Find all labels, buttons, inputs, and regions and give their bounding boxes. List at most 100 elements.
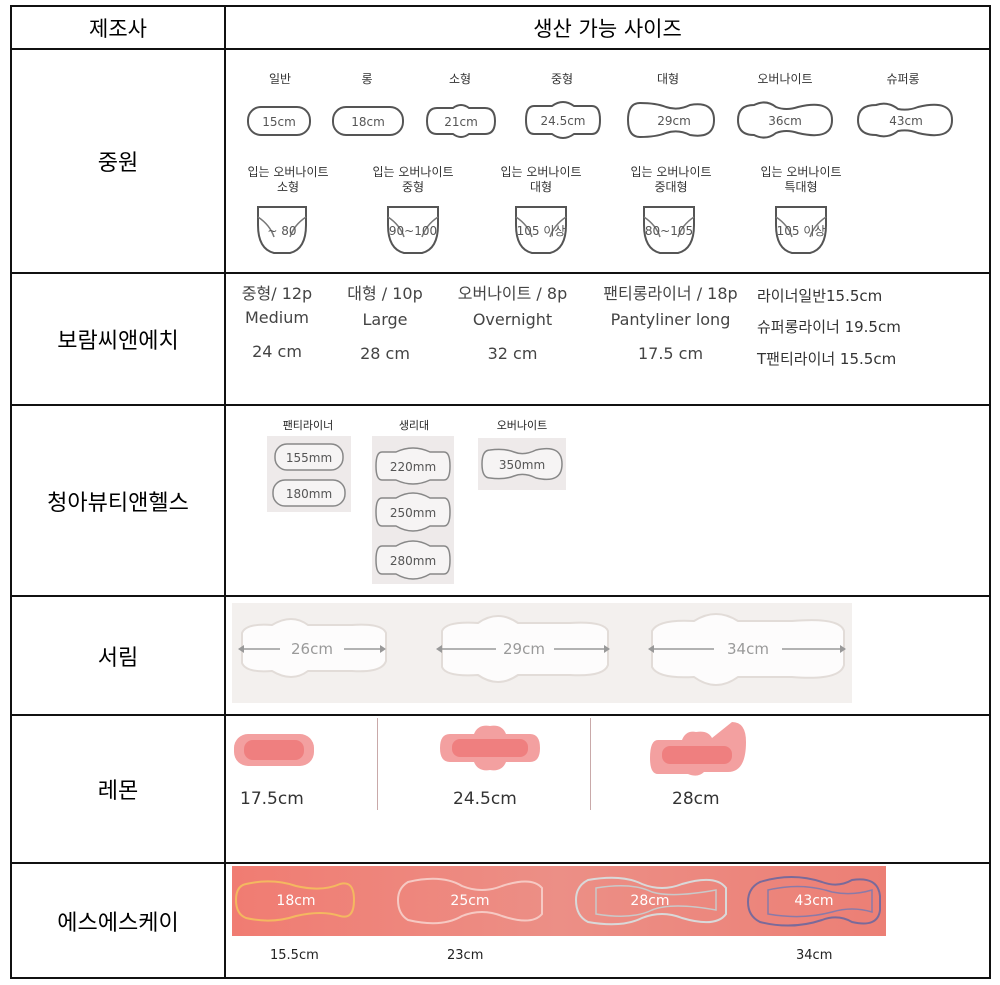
grid-line <box>10 48 991 50</box>
pants-size: 105 이상 <box>517 224 566 238</box>
pad-size: 180mm <box>286 487 332 501</box>
grid-line <box>10 5 12 979</box>
seorim-panel: 26cm 29cm 34cm <box>232 603 852 703</box>
pad-outline-icon: 15cm <box>247 106 311 136</box>
pad-size: 18cm <box>351 115 385 129</box>
group-title: 오버나이트 <box>496 419 548 432</box>
divider <box>590 718 591 810</box>
header-manufacturer: 제조사 <box>89 16 147 41</box>
group-title: 생리대 <box>398 419 430 432</box>
maker-chungah: 청아뷰티앤헬스 <box>47 490 189 516</box>
pad-label: 슈퍼롱 <box>886 72 920 86</box>
pants-icon: ~ 80 <box>257 206 307 254</box>
pad-size: 155mm <box>286 451 332 465</box>
product-length: 17.5 cm <box>637 344 704 363</box>
grid-line <box>10 5 991 7</box>
product-title: 대형 / 10p <box>347 284 423 303</box>
lemon-size: 17.5cm <box>240 789 304 809</box>
maker-lemon: 레몬 <box>97 779 139 804</box>
product-english: Medium <box>245 308 309 327</box>
lemon-size: 24.5cm <box>453 789 517 809</box>
pad-size: 29cm <box>657 114 691 128</box>
pad-outline-icon: 43cm <box>856 102 954 138</box>
pad-label: 롱 <box>361 72 373 86</box>
grid-line <box>10 714 991 716</box>
pad-panel: 220mm 250mm 280mm <box>372 436 454 584</box>
grid-line <box>10 977 991 979</box>
grid-line <box>224 5 226 979</box>
grid-line <box>10 595 991 597</box>
pad-label: 오버나이트 <box>757 72 813 86</box>
pad-outline-icon: 18cm <box>332 106 404 136</box>
pad-size: 24.5cm <box>540 114 585 128</box>
product-title: 중형/ 12p <box>241 284 313 303</box>
pad-outline-icon: 24.5cm <box>524 101 602 139</box>
dimension-label: 26cm <box>291 640 333 658</box>
product-english: Large <box>362 310 408 329</box>
maker-seorim: 서림 <box>97 645 139 671</box>
pad-outline-icon: 36cm <box>736 101 834 139</box>
pad-size: 220mm <box>390 460 436 474</box>
pad-size: 15cm <box>262 115 296 129</box>
pants-icon: 80~105 <box>643 206 695 254</box>
header-sizes: 생산 가능 사이즈 <box>533 16 682 41</box>
ssk-size: 23cm <box>447 948 484 963</box>
ssk-size: 34cm <box>796 948 833 963</box>
liner-extra: 슈퍼롱라이너 19.5cm <box>757 318 901 336</box>
liner-panel: 155mm 180mm <box>267 436 351 512</box>
maker-boram: 보람씨앤에치 <box>57 329 179 354</box>
ssk-inner-size: 28cm <box>630 893 669 909</box>
ssk-inner-size: 25cm <box>450 893 489 909</box>
pad-label: 일반 <box>268 72 292 86</box>
pad-size: 43cm <box>889 114 923 128</box>
liner-extra: T팬티라이너 15.5cm <box>757 350 897 368</box>
dimension-label: 34cm <box>727 640 769 658</box>
product-length: 24 cm <box>252 342 302 361</box>
ssk-inner-size: 43cm <box>794 893 833 909</box>
group-title: 팬티라이너 <box>282 419 334 432</box>
grid-line <box>989 5 991 979</box>
pants-icon: 105 이상 <box>775 206 827 254</box>
pad-size: 350mm <box>499 458 545 472</box>
divider <box>377 718 378 810</box>
product-length: 28 cm <box>360 344 410 363</box>
pants-icon: 105 이상 <box>515 206 567 254</box>
maker-jungwon: 중원 <box>97 151 139 176</box>
pad-outline-icon: 29cm <box>626 101 716 139</box>
pad-size: 21cm <box>444 115 478 129</box>
ssk-inner-size: 18cm <box>276 893 315 909</box>
lemon-liner-icon <box>234 734 314 766</box>
pad-label: 대형 <box>656 72 680 86</box>
dimension-label: 29cm <box>503 640 545 658</box>
pad-size: 250mm <box>390 506 436 520</box>
ssk-band: 18cm 25cm 28cm 43cm <box>232 866 886 936</box>
pants-size: 90~100 <box>389 224 437 238</box>
overnight-panel: 350mm <box>478 438 566 490</box>
maker-ssk: 에스에스케이 <box>57 910 179 936</box>
pad-label: 소형 <box>448 72 472 86</box>
product-english: Pantyliner long <box>610 310 731 329</box>
grid-line <box>10 404 991 406</box>
lemon-pad-icon <box>440 725 540 771</box>
product-english: Overnight <box>472 310 553 329</box>
pad-size: 280mm <box>390 554 436 568</box>
ssk-size: 15.5cm <box>270 948 319 963</box>
grid-line <box>10 862 991 864</box>
grid-line <box>10 272 991 274</box>
pad-outline-icon: 21cm <box>425 104 497 138</box>
pants-size: 80~105 <box>645 224 693 238</box>
liner-extra: 라이너일반15.5cm <box>757 287 883 305</box>
lemon-size: 28cm <box>672 789 720 809</box>
pants-size: ~ 80 <box>267 224 296 238</box>
pad-label: 중형 <box>550 72 574 86</box>
pants-icon: 90~100 <box>387 206 439 254</box>
product-length: 32 cm <box>487 344 538 363</box>
pants-size: 105 이상 <box>777 224 826 238</box>
lemon-overnight-icon <box>650 722 746 776</box>
